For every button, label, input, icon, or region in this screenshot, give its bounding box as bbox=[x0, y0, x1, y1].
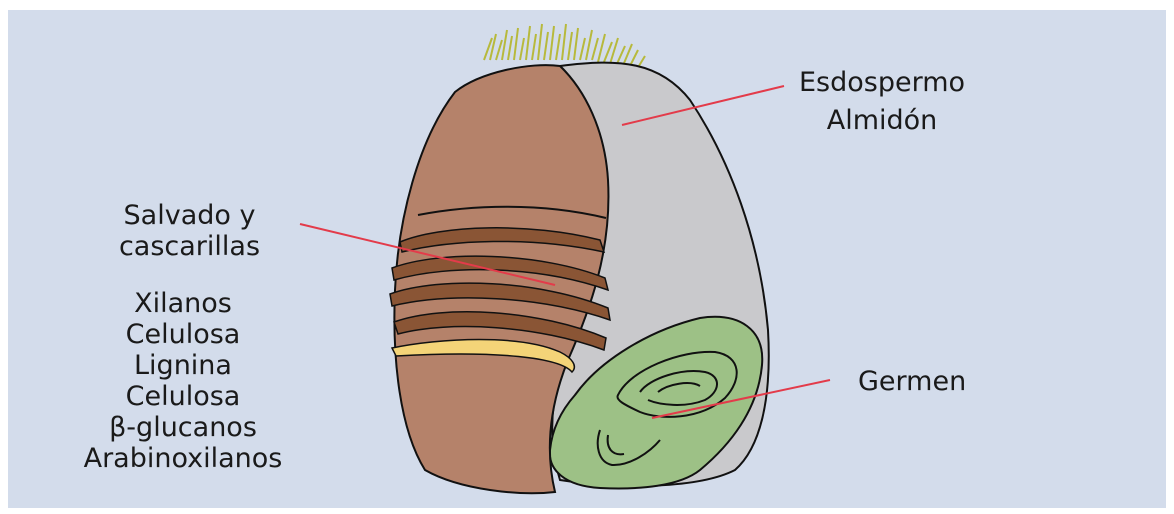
component-item: β-glucanos bbox=[38, 412, 328, 443]
component-item: Lignina bbox=[38, 350, 328, 381]
component-item: Arabinoxilanos bbox=[38, 443, 328, 474]
bran-label-line-1: Salvado y bbox=[92, 200, 287, 231]
endosperm-label-line-2: Almidón bbox=[792, 105, 972, 136]
component-item: Celulosa bbox=[38, 319, 328, 350]
endosperm-label: Esdospermo Almidón bbox=[792, 67, 972, 136]
germ-label: Germen bbox=[858, 366, 1008, 397]
bran-label-line-2: cascarillas bbox=[92, 231, 287, 262]
bran-label: Salvado y cascarillas bbox=[92, 200, 287, 262]
component-item: Celulosa bbox=[38, 381, 328, 412]
components-list: Xilanos Celulosa Lignina Celulosa β-gluc… bbox=[38, 288, 328, 474]
component-item: Xilanos bbox=[38, 288, 328, 319]
endosperm-label-line-1: Esdospermo bbox=[792, 67, 972, 98]
